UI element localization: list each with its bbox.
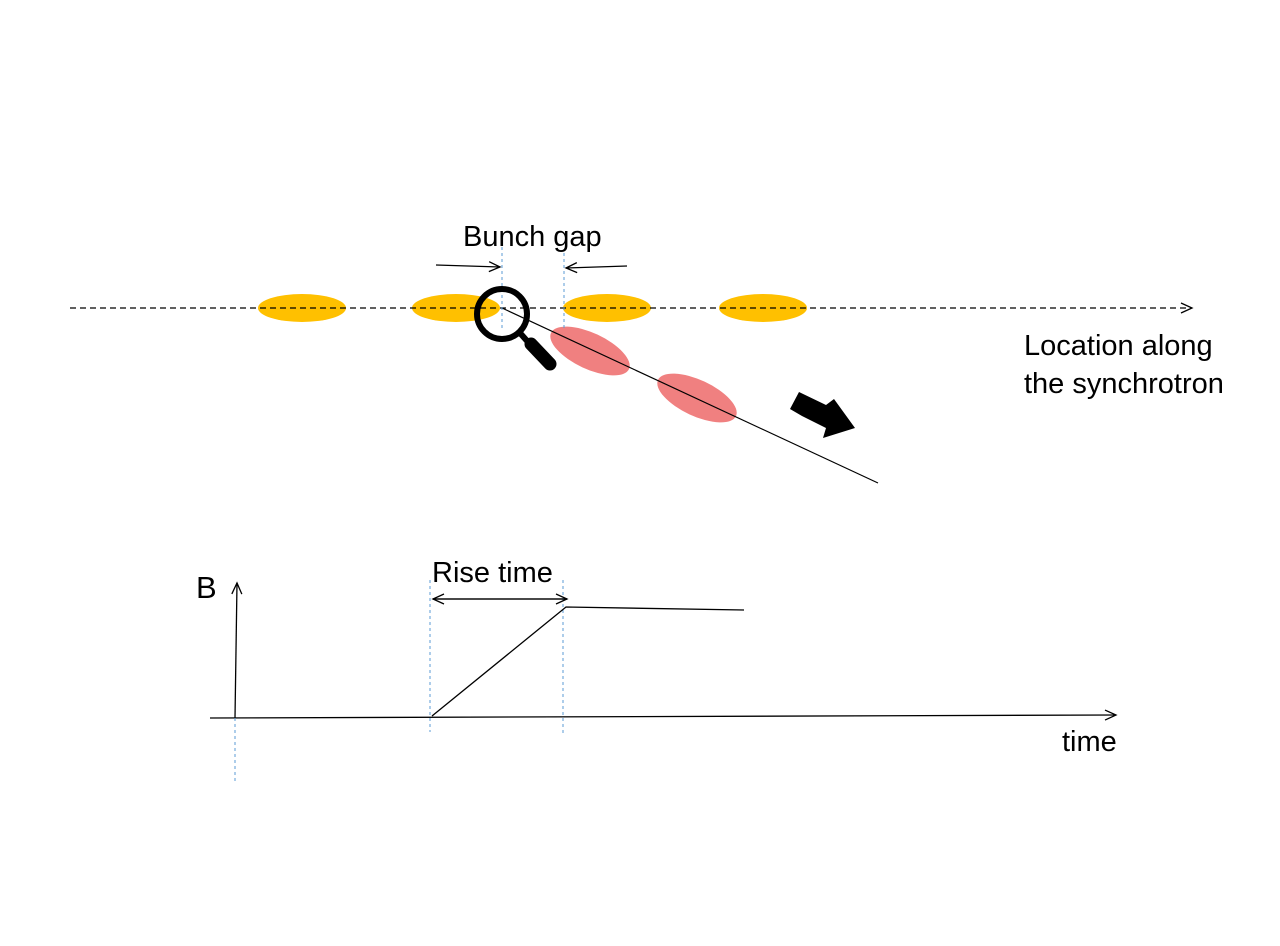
gap-arrow-left — [435, 261, 502, 273]
magnifier-icon — [474, 286, 557, 371]
time-axis-label: time — [1062, 726, 1117, 758]
thick-arrow-icon — [790, 392, 855, 438]
gap-arrow-right — [564, 262, 628, 274]
time-axis — [209, 709, 1118, 721]
extraction-trajectory — [501, 307, 879, 484]
b-axis-label: B — [196, 570, 217, 605]
rise-time-label: Rise time — [432, 557, 553, 589]
bunch-gap-label: Bunch gap — [463, 221, 602, 253]
b-axis — [231, 581, 243, 719]
field-waveform — [431, 606, 745, 717]
circulating-bunch — [563, 294, 651, 322]
field-plot: Rise time B time — [196, 557, 1118, 783]
extracted-bunch — [657, 373, 737, 423]
beam-diagram: Bunch gap Location along the synchrotron — [70, 221, 1224, 484]
extracted-bunch — [550, 326, 630, 376]
location-label-line1: Location along — [1024, 330, 1213, 362]
location-label-line2: the synchrotron — [1024, 368, 1224, 400]
